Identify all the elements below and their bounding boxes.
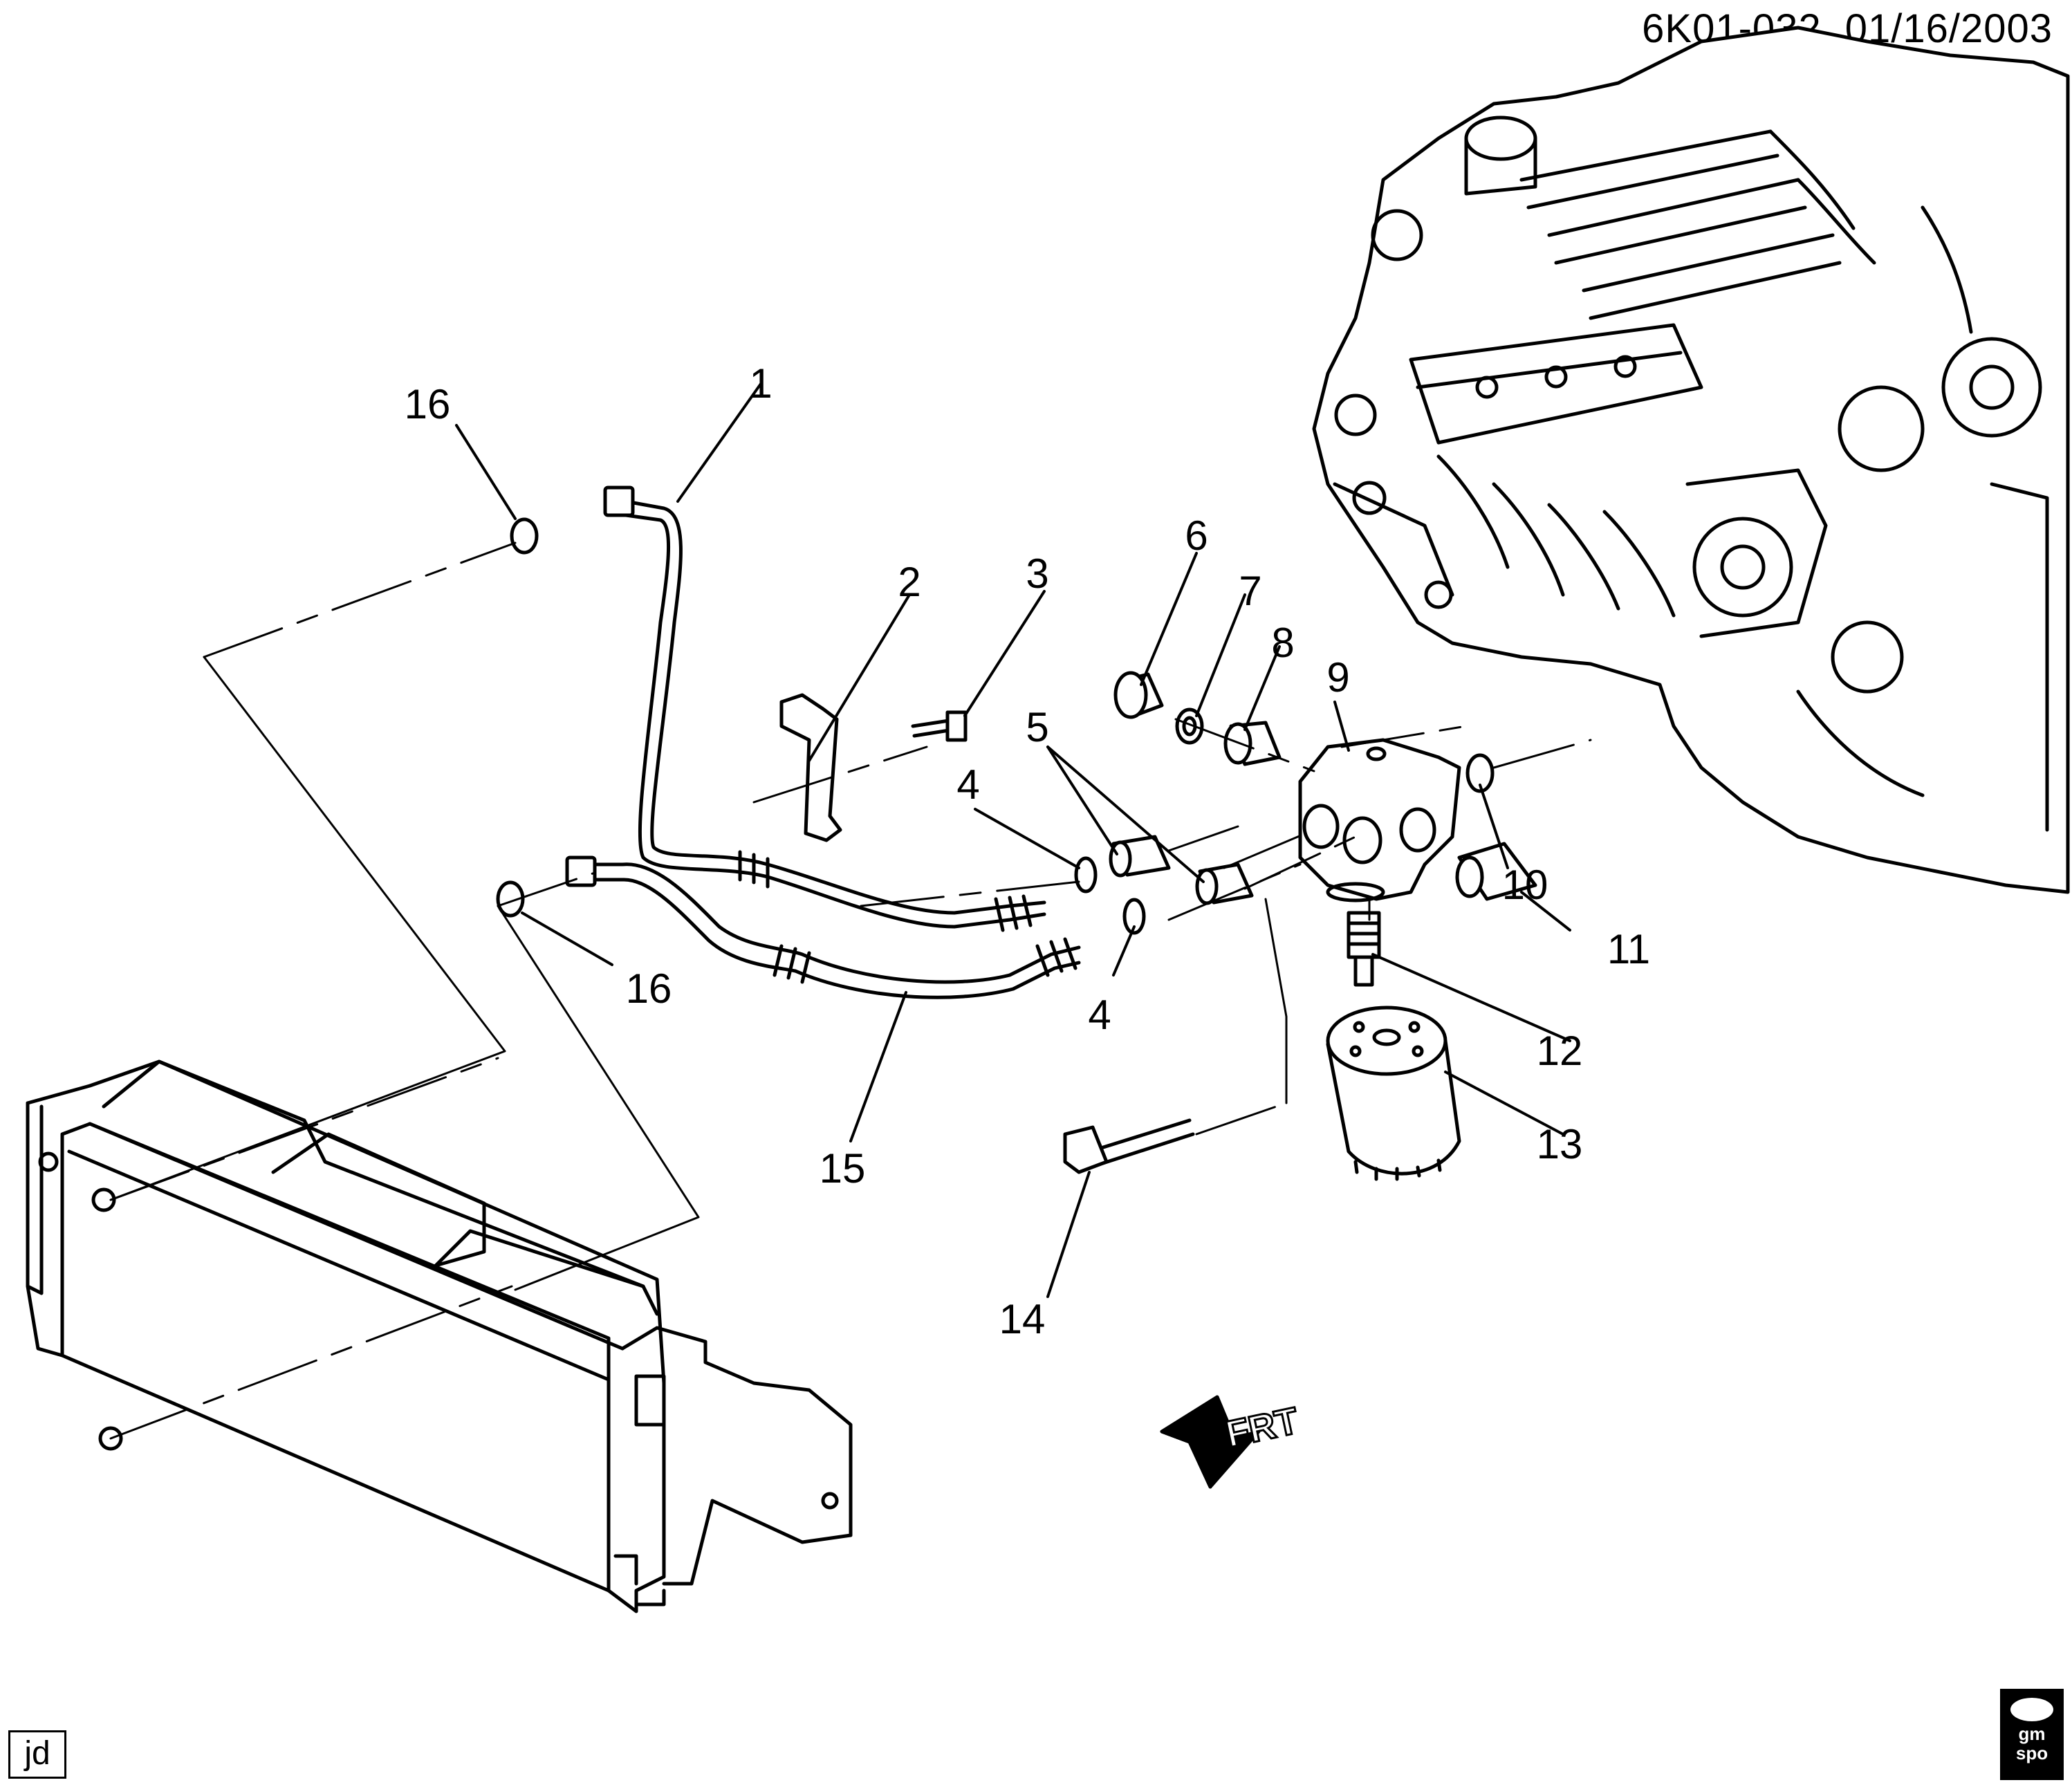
callout-5: 5 xyxy=(1026,704,1048,750)
gm-spo-logo: gm spo xyxy=(2000,1689,2064,1780)
callout-14: 14 xyxy=(999,1296,1046,1342)
bolt-3 xyxy=(911,710,968,742)
callout-16-upper: 16 xyxy=(405,381,451,427)
callout-10: 10 xyxy=(1502,862,1548,908)
author-initials: jd xyxy=(8,1730,66,1779)
alignment-lines xyxy=(109,541,1592,1440)
callout-13: 13 xyxy=(1537,1121,1583,1167)
connector-12 xyxy=(1347,911,1381,987)
callout-2: 2 xyxy=(898,559,921,605)
oil-filter xyxy=(1326,1006,1461,1181)
plug-seal-valve xyxy=(1113,671,1282,766)
callout-4-upper: 4 xyxy=(956,761,979,808)
callout-8: 8 xyxy=(1271,620,1294,666)
washer-16-lower xyxy=(496,880,525,918)
routing-lines xyxy=(109,656,1288,1291)
callout-3: 3 xyxy=(1026,550,1048,597)
front-indicator: FRT xyxy=(1221,1399,1303,1457)
callout-4-lower: 4 xyxy=(1088,992,1111,1038)
cooler-line-upper xyxy=(603,485,1046,932)
callout-15: 15 xyxy=(820,1145,866,1192)
logo-line-1: gm xyxy=(2018,1723,2046,1744)
oil-cooler xyxy=(26,1059,853,1613)
leader-lines xyxy=(455,382,1571,1298)
callout-1: 1 xyxy=(749,360,772,407)
fittings xyxy=(1074,835,1254,935)
engine xyxy=(1312,26,2070,894)
callout-labels: 1 2 3 4 4 5 6 7 8 9 10 11 12 13 14 15 16… xyxy=(405,360,1651,1342)
front-arrow-icon xyxy=(1160,1395,1261,1489)
callout-11: 11 xyxy=(1607,926,1650,972)
callout-16-lower: 16 xyxy=(626,965,672,1012)
washer-16-upper xyxy=(510,517,539,555)
seal-10 xyxy=(1465,753,1495,793)
bolt-14 xyxy=(1063,1118,1195,1174)
callout-7: 7 xyxy=(1239,568,1261,614)
logo-line-2: spo xyxy=(2015,1743,2048,1763)
callout-6: 6 xyxy=(1185,512,1208,559)
cooler-line-lower xyxy=(565,855,1081,999)
bracket xyxy=(779,693,842,842)
callout-12: 12 xyxy=(1537,1028,1583,1074)
fitting-11 xyxy=(1455,842,1537,901)
callout-9: 9 xyxy=(1326,654,1349,701)
logo-disc xyxy=(2010,1698,2053,1721)
front-indicator-label: FRT xyxy=(1222,1400,1302,1456)
filter-adapter xyxy=(1298,738,1461,902)
